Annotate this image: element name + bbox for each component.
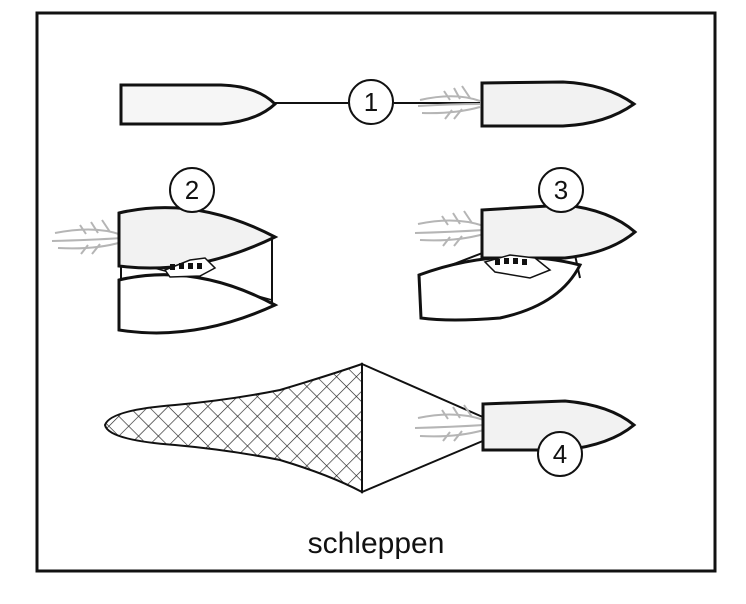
step4-exhaust-plume-icon [414,404,485,442]
step2-upper-boat [117,206,279,270]
diagram-caption: schleppen [308,527,445,560]
step2-exhaust-plume-icon [51,219,123,255]
step2-group: 2 [51,167,279,335]
step4-number-badge [537,431,583,477]
step1-right-boat [480,80,637,128]
step3-catch-bag [483,254,552,279]
step1-exhaust-plume-icon [417,85,481,120]
step2-number-badge [169,167,215,213]
step3-exhaust-plume-icon [414,210,485,247]
step2-catch-bag [163,257,217,278]
step3-group: 3 [414,167,638,322]
step1-number-badge [348,79,394,125]
step3-upper-boat [480,203,638,260]
step2-number: 2 [185,175,199,205]
step3-number: 3 [554,175,568,205]
step4-number: 4 [553,439,567,469]
step1-group: 1 [119,79,637,128]
step3-number-badge [538,167,584,213]
step1-left-boat [119,83,278,126]
step1-number: 1 [364,87,378,117]
step4-group: 4 [103,362,637,494]
step4-trawl-net-icon [103,362,363,494]
